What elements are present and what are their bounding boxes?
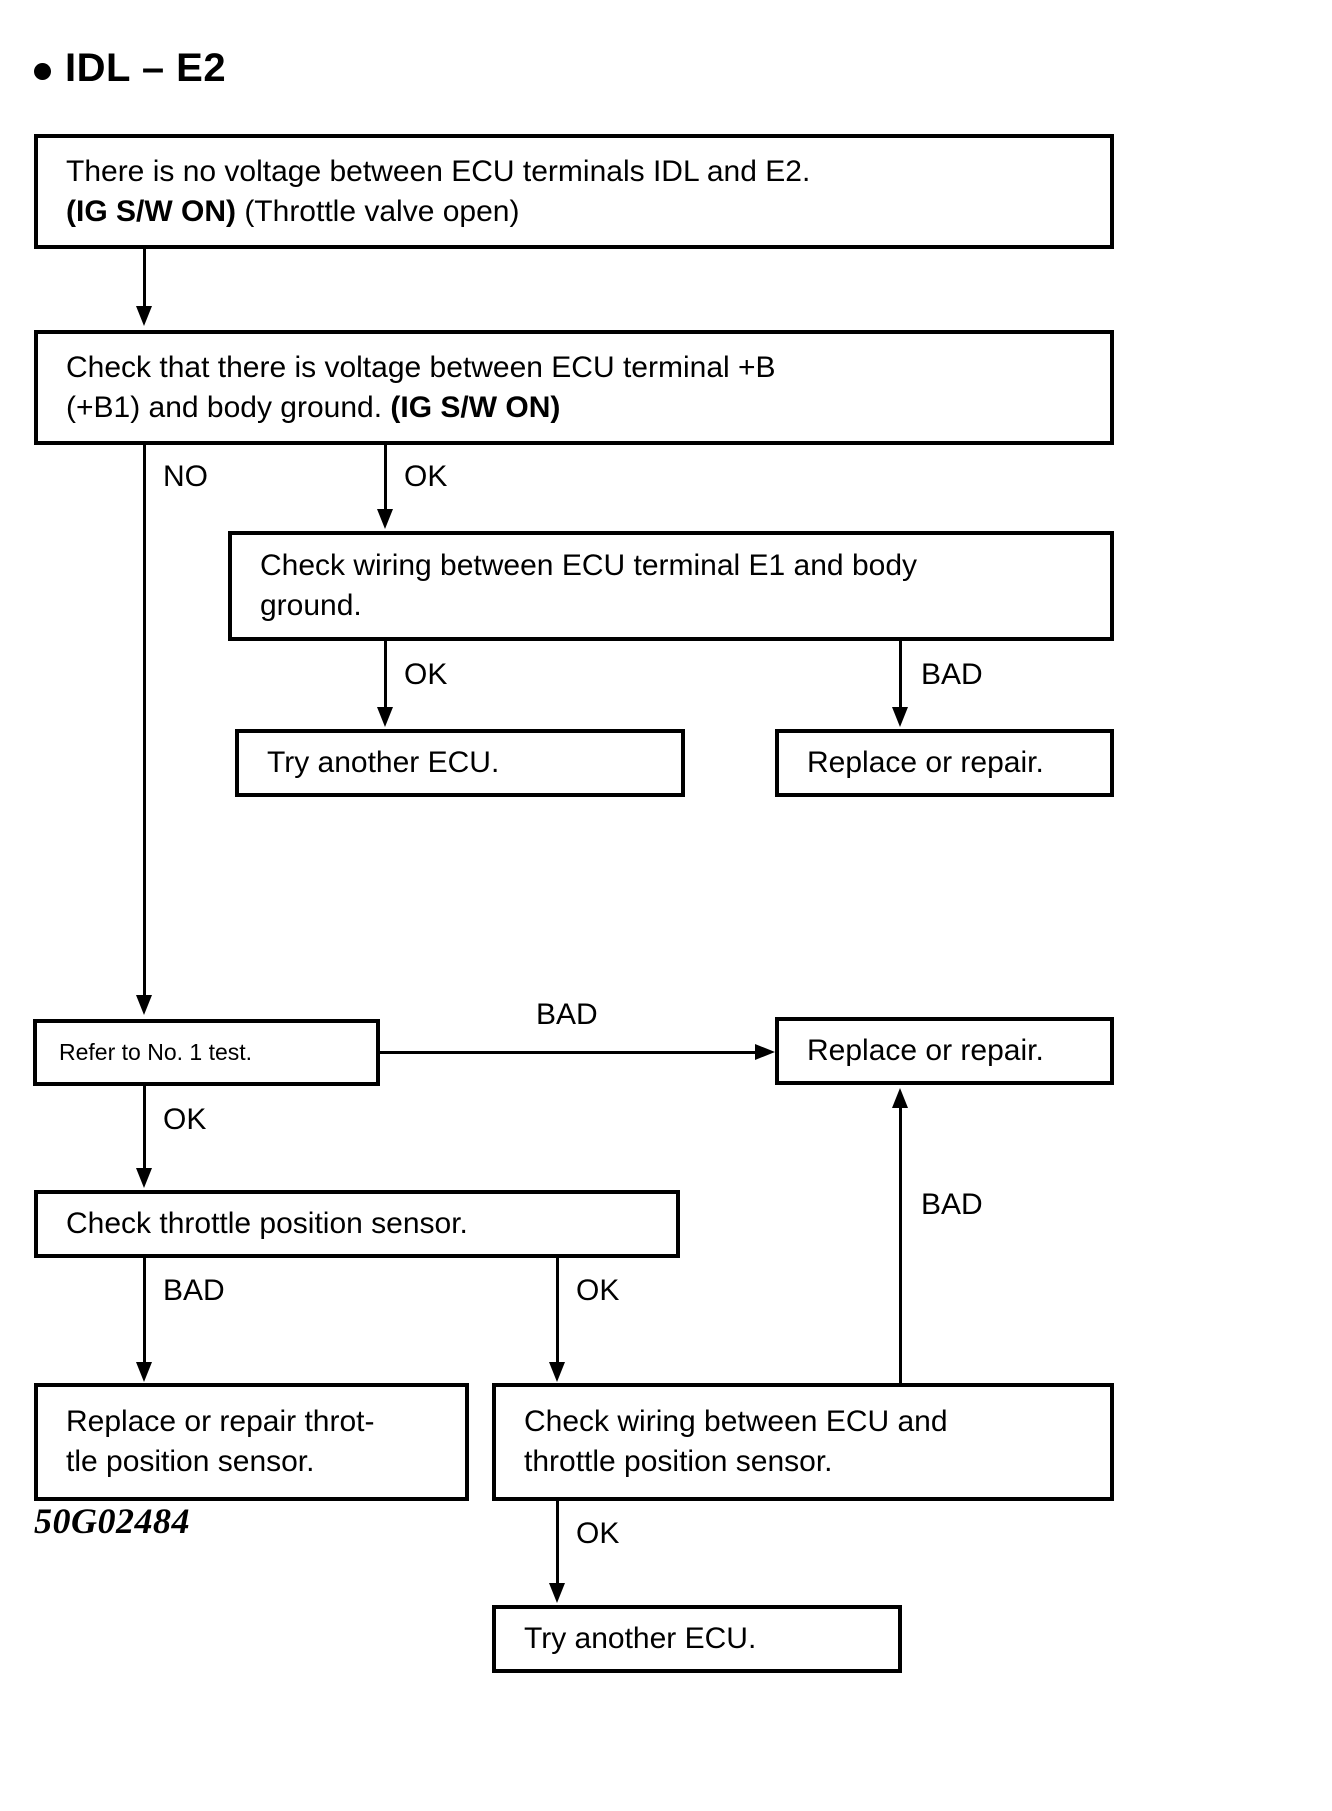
node-check-b-voltage: Check that there is voltage between ECU …: [34, 330, 1114, 445]
node-check-tps-wiring: Check wiring between ECU and throttle pos…: [492, 1383, 1114, 1501]
node-replace-repair-2: Replace or repair.: [775, 1017, 1114, 1085]
node-symptom-line1: There is no voltage between ECU terminal…: [66, 154, 811, 188]
node-check-e1-wiring-line2: ground.: [260, 589, 362, 622]
node-replace-tps-line2: tle position sensor.: [66, 1445, 315, 1478]
node-check-tps-wiring-text: Check wiring between ECU and throttle pos…: [496, 1402, 960, 1482]
arrowhead-check-e1-bad: [892, 707, 908, 727]
edge-label-check-b-no: NO: [163, 460, 208, 493]
connector-tps-ok: [556, 1258, 559, 1368]
node-check-b-voltage-line2-bold: (IG S/W ON): [390, 390, 561, 424]
node-check-b-voltage-line2-pre: (+B1) and body ground.: [66, 390, 391, 424]
node-replace-repair-1: Replace or repair.: [775, 729, 1114, 797]
arrowhead-symptom-to-check-b: [136, 306, 152, 326]
node-check-e1-wiring-line1: Check wiring between ECU terminal E1 and…: [260, 549, 917, 583]
node-replace-repair-2-text: Replace or repair.: [807, 1034, 1044, 1068]
connector-check-e1-bad: [899, 641, 902, 713]
arrowhead-check-b-ok: [377, 509, 393, 529]
node-symptom: There is no voltage between ECU terminal…: [34, 134, 1114, 249]
node-symptom-line2-bold: (IG S/W ON): [66, 194, 236, 228]
connector-tps-wiring-bad: [899, 1106, 902, 1383]
arrowhead-refer-bad: [755, 1044, 775, 1060]
connector-tps-bad: [143, 1258, 146, 1368]
connector-check-b-no: [143, 445, 146, 1000]
node-check-e1-wiring: Check wiring between ECU terminal E1 and…: [228, 531, 1114, 641]
figure-caption: 50G02484: [34, 1501, 190, 1541]
edge-label-tps-wiring-ok: OK: [576, 1517, 620, 1550]
arrowhead-tps-wiring-ok: [549, 1583, 565, 1603]
node-check-b-voltage-line1: Check that there is voltage between ECU …: [66, 350, 776, 384]
arrowhead-check-b-no: [136, 995, 152, 1015]
connector-refer-ok: [143, 1086, 146, 1174]
connector-refer-bad: [380, 1051, 758, 1054]
connector-check-e1-ok: [384, 641, 387, 713]
edge-label-check-e1-ok: OK: [404, 658, 448, 691]
node-symptom-line2-rest: (Throttle valve open): [235, 194, 520, 228]
node-try-ecu-2: Try another ECU.: [492, 1605, 902, 1673]
node-try-ecu-2-text: Try another ECU.: [524, 1622, 757, 1656]
bullet-dot-icon: [34, 62, 51, 80]
arrowhead-refer-ok: [136, 1168, 152, 1188]
edge-label-tps-bad: BAD: [163, 1274, 225, 1307]
node-try-ecu-1-text: Try another ECU.: [267, 746, 500, 780]
node-symptom-text: There is no voltage between ECU terminal…: [38, 152, 822, 232]
node-try-ecu-1: Try another ECU.: [235, 729, 685, 797]
node-replace-tps-text: Replace or repair throt-tle position sen…: [38, 1402, 386, 1482]
node-check-b-voltage-text: Check that there is voltage between ECU …: [38, 348, 788, 428]
connector-check-b-ok: [384, 445, 387, 515]
node-check-tps-wiring-line2: throttle position sensor.: [524, 1445, 833, 1478]
page-title: IDL – E2: [34, 48, 226, 88]
node-refer-no1-test: Refer to No. 1 test.: [33, 1019, 380, 1086]
node-check-tps-wiring-line1: Check wiring between ECU and: [524, 1405, 948, 1439]
edge-label-refer-ok: OK: [163, 1103, 207, 1136]
edge-label-check-b-ok: OK: [404, 460, 448, 493]
node-refer-no1-test-text: Refer to No. 1 test.: [59, 1039, 253, 1066]
arrowhead-check-e1-ok: [377, 707, 393, 727]
node-replace-tps: Replace or repair throt-tle position sen…: [34, 1383, 469, 1501]
page-title-text: IDL – E2: [65, 46, 227, 90]
arrowhead-tps-bad: [136, 1362, 152, 1382]
edge-label-tps-ok: OK: [576, 1274, 620, 1307]
arrowhead-tps-ok: [549, 1362, 565, 1382]
node-replace-tps-line1: Replace or repair throt-: [66, 1405, 375, 1439]
node-check-e1-wiring-text: Check wiring between ECU terminal E1 and…: [232, 546, 929, 626]
connector-tps-wiring-ok: [556, 1501, 559, 1589]
node-check-tps-text: Check throttle position sensor.: [66, 1207, 468, 1241]
arrowhead-tps-wiring-bad: [892, 1088, 908, 1108]
edge-label-tps-wiring-bad: BAD: [921, 1188, 983, 1221]
edge-label-refer-bad: BAD: [536, 998, 598, 1031]
node-replace-repair-1-text: Replace or repair.: [807, 746, 1044, 780]
node-check-tps: Check throttle position sensor.: [34, 1190, 680, 1258]
edge-label-check-e1-bad: BAD: [921, 658, 983, 691]
connector-symptom-to-check-b: [143, 249, 146, 311]
